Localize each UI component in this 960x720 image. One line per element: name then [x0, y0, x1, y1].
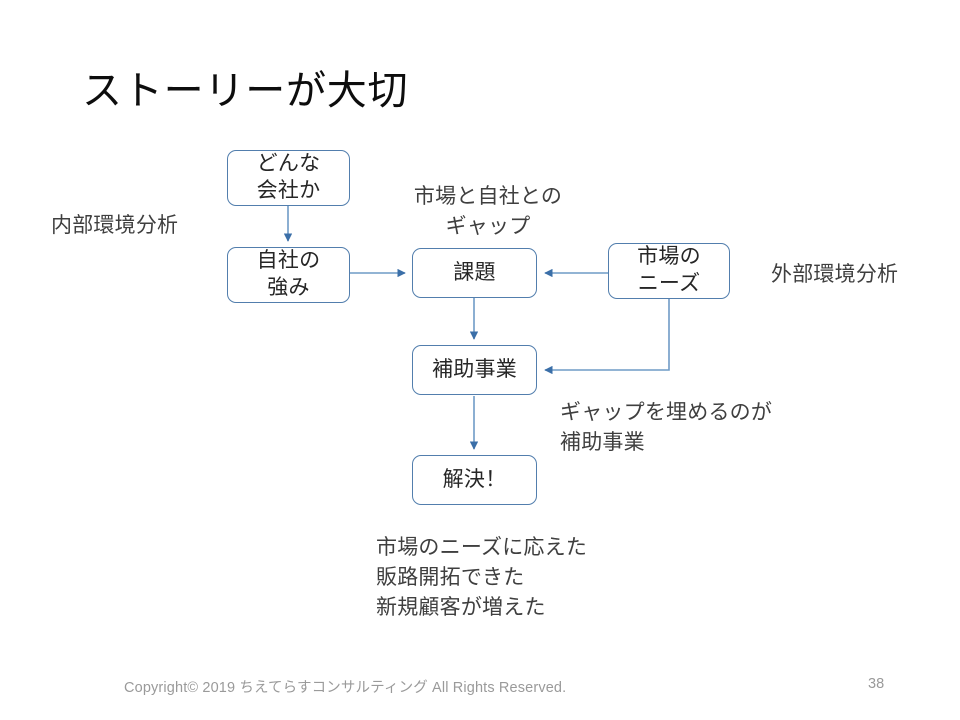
node-solution[interactable]: 解決！ [412, 455, 537, 505]
node-strength[interactable]: 自社の 強み [227, 247, 350, 303]
node-company[interactable]: どんな 会社か [227, 150, 350, 206]
connector-needs-to-subsidy [544, 293, 670, 375]
node-strength-line-1: 自社の [256, 249, 321, 273]
node-market-needs[interactable]: 市場の ニーズ [608, 243, 730, 299]
page-number: 38 [868, 676, 885, 692]
label-subsidy-note: ギャップを埋めるのが 補助事業 [560, 401, 773, 454]
node-issue[interactable]: 課題 [412, 248, 537, 298]
node-solution-line-1: 解決！ [442, 467, 507, 491]
node-strength-line-2: 強み [267, 276, 310, 299]
node-market-needs-line-2: ニーズ [637, 272, 701, 295]
label-outcomes: 市場のニーズに応えた 販路開拓できた 新規顧客が増えた [376, 536, 588, 619]
page-title: ストーリーが大切 [82, 69, 409, 113]
node-company-line-1: どんな [256, 152, 321, 176]
node-subsidy-project[interactable]: 補助事業 [412, 345, 537, 395]
label-gap: 市場と自社との ギャップ [413, 185, 563, 238]
node-company-line-2: 会社か [256, 179, 321, 202]
label-external-analysis: 外部環境分析 [771, 263, 899, 286]
footer-copyright: Copyright© 2019 ちえてらすコンサルティング All Rights… [124, 680, 567, 696]
label-internal-analysis: 内部環境分析 [51, 214, 179, 237]
node-issue-line-1: 課題 [453, 260, 496, 284]
node-subsidy-project-line-1: 補助事業 [432, 357, 517, 381]
node-market-needs-line-1: 市場の [637, 245, 701, 269]
